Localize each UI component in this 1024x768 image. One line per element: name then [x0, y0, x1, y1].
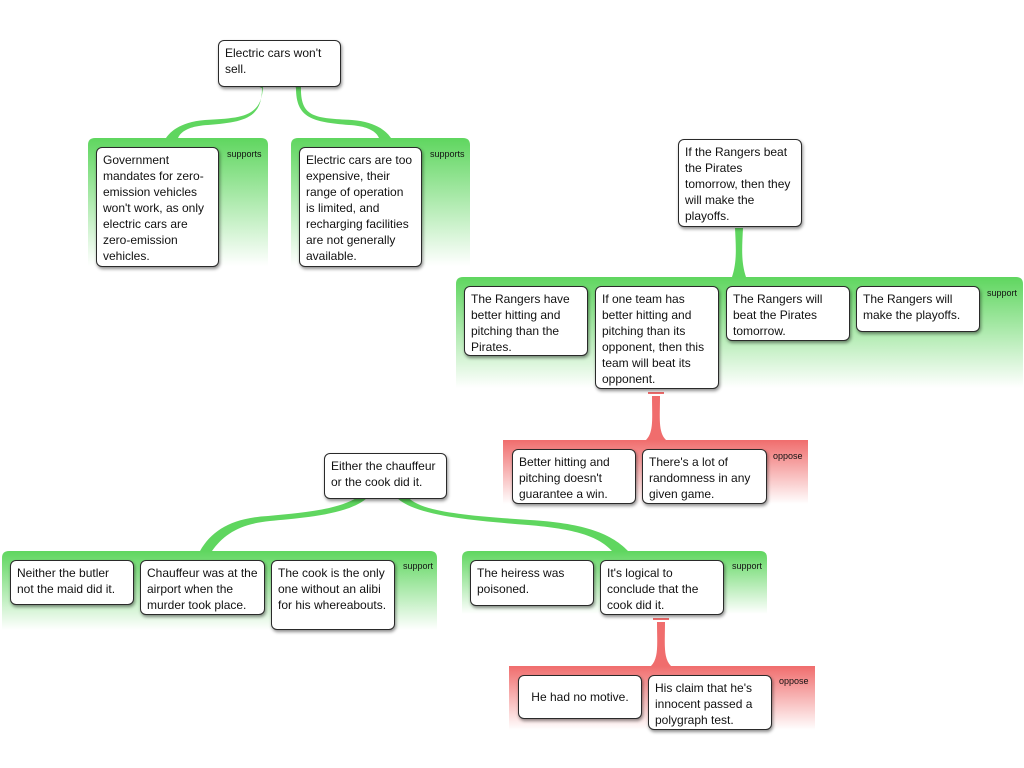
premise-node-rangers-make-playoffs[interactable]: The Rangers will make the playoffs.	[856, 286, 980, 332]
claim-node-rangers-playoffs-conditional[interactable]: If the Rangers beat the Pirates tomorrow…	[678, 139, 802, 227]
support-connector-rangers	[732, 228, 746, 277]
oppose-connector-cap-2	[653, 618, 669, 620]
support-connector-chauffeur-right	[396, 497, 628, 551]
objection-node-no-motive[interactable]: He had no motive.	[518, 675, 642, 719]
group-label-oppose-cook: oppose	[779, 676, 809, 686]
oppose-connector-1	[646, 396, 666, 440]
premise-node-cook-did-it[interactable]: It's logical to conclude that the cook d…	[600, 560, 724, 615]
premise-node-government-mandates[interactable]: Government mandates for zero-emission ve…	[96, 147, 219, 267]
premise-node-cook-no-alibi[interactable]: The cook is the only one without an alib…	[271, 560, 395, 630]
premise-node-electric-cars-expensive[interactable]: Electric cars are too expensive, their r…	[299, 147, 422, 267]
premise-node-better-team-wins[interactable]: If one team has better hitting and pitch…	[595, 286, 719, 389]
objection-node-polygraph[interactable]: His claim that he's innocent passed a po…	[648, 675, 772, 730]
claim-node-electric-cars-wont-sell[interactable]: Electric cars won't sell.	[218, 40, 341, 87]
group-label-oppose-rangers: oppose	[773, 451, 803, 461]
premise-node-chauffeur-at-airport[interactable]: Chauffeur was at the airport when the mu…	[140, 560, 265, 615]
group-label-support-rangers: support	[987, 288, 1018, 298]
oppose-connector-cap-1	[648, 392, 664, 394]
support-connector-right	[295, 86, 391, 138]
support-connectors	[166, 86, 746, 551]
group-label-supports-2: supports	[430, 149, 465, 159]
premise-node-heiress-poisoned[interactable]: The heiress was poisoned.	[470, 560, 594, 606]
claim-node-chauffeur-or-cook[interactable]: Either the chauffeur or the cook did it.	[324, 453, 447, 499]
premise-node-rangers-beat-pirates[interactable]: The Rangers will beat the Pirates tomorr…	[726, 286, 850, 341]
premise-node-rangers-better-hitting[interactable]: The Rangers have better hitting and pitc…	[464, 286, 588, 356]
oppose-connector-2	[651, 622, 671, 666]
objection-node-no-guarantee[interactable]: Better hitting and pitching doesn't guar…	[512, 449, 636, 504]
premise-node-neither-butler-maid[interactable]: Neither the butler not the maid did it.	[10, 560, 134, 605]
support-connector-left	[166, 86, 263, 138]
group-label-supports-1: supports	[227, 149, 262, 159]
group-label-support-butler: support	[403, 561, 434, 571]
oppose-connectors	[646, 392, 671, 666]
objection-node-randomness[interactable]: There's a lot of randomness in any given…	[642, 449, 767, 504]
group-label-support-heiress: support	[732, 561, 763, 571]
support-connector-chauffeur-left	[200, 497, 368, 551]
